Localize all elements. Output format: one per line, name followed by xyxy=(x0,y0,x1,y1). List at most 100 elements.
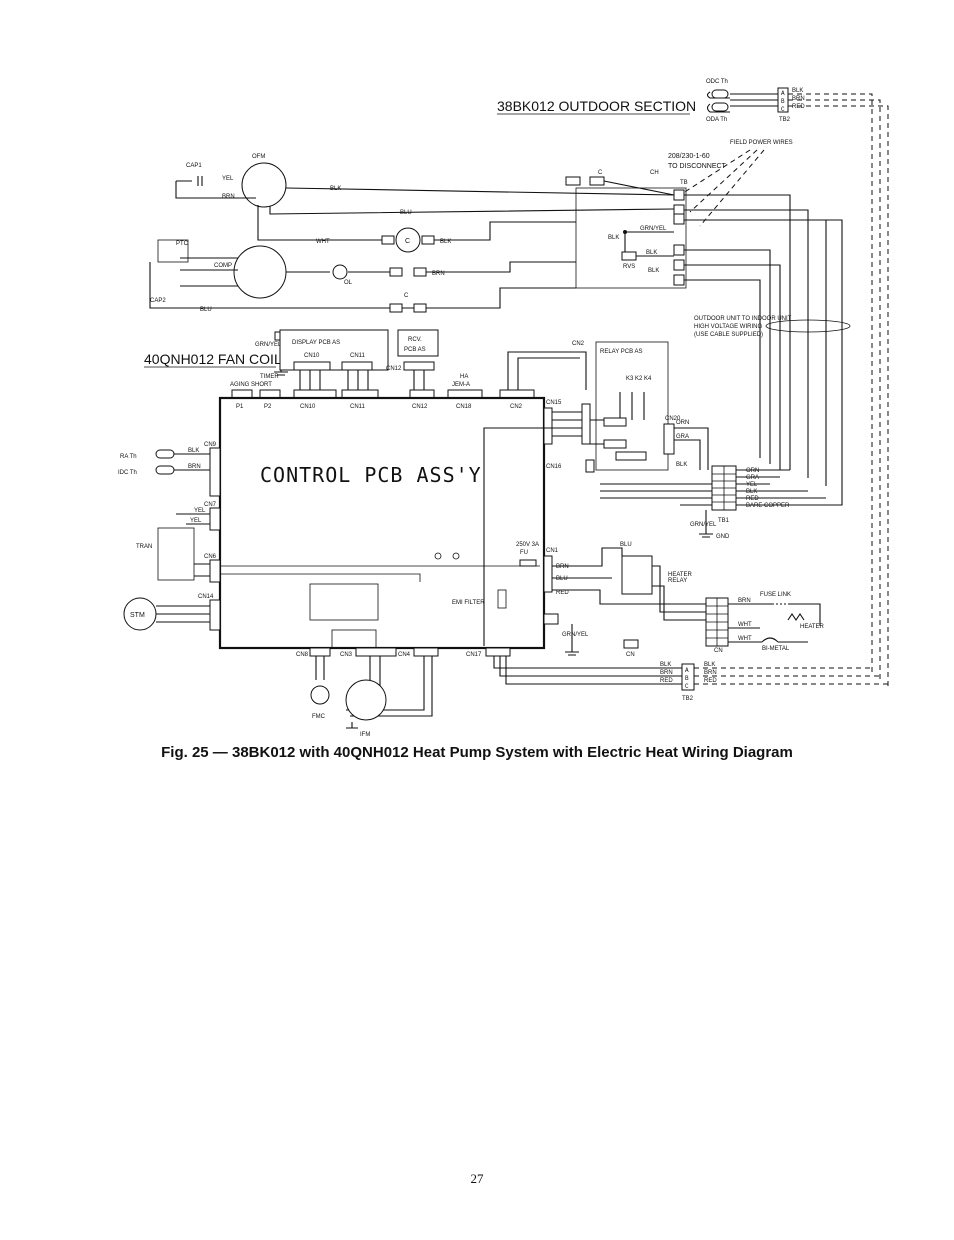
fmc-capacitor-icon xyxy=(310,685,330,705)
svg-text:CN17: CN17 xyxy=(466,652,482,658)
svg-text:C: C xyxy=(404,293,409,299)
bi-metal-icon xyxy=(761,637,779,643)
svg-text:ORN: ORN xyxy=(676,420,689,426)
rvs-coil-icon xyxy=(621,251,637,261)
svg-text:OUTDOOR UNIT TO INDOOR UNIT: OUTDOOR UNIT TO INDOOR UNIT xyxy=(694,316,792,322)
svg-text:GRN/YEL: GRN/YEL xyxy=(255,342,282,348)
svg-text:B: B xyxy=(685,675,689,682)
svg-text:BLK: BLK xyxy=(646,250,657,256)
odc-th-label: ODC Th xyxy=(706,79,728,85)
svg-text:BLK: BLK xyxy=(648,268,659,274)
svg-text:C: C xyxy=(405,238,410,245)
svg-text:STM: STM xyxy=(130,612,145,619)
control-pcb-title: CONTROL PCB ASS'Y xyxy=(260,463,482,487)
display-pcb xyxy=(279,329,389,371)
svg-text:TB1: TB1 xyxy=(718,518,730,524)
svg-text:CN11: CN11 xyxy=(350,404,366,410)
wiring-diagram: 38BK012 OUTDOOR SECTION ODC Th ODA Th AB… xyxy=(118,79,889,738)
svg-text:WHT: WHT xyxy=(738,636,752,642)
svg-text:CN: CN xyxy=(714,648,723,654)
svg-text:CN7: CN7 xyxy=(204,502,217,508)
svg-text:BLK: BLK xyxy=(676,462,687,468)
svg-text:RED: RED xyxy=(704,678,717,684)
contactor-c-coil xyxy=(565,176,581,186)
wire-brn-label: BRN xyxy=(792,96,805,102)
svg-text:BRN: BRN xyxy=(738,598,751,604)
fuse-icon xyxy=(519,559,537,567)
svg-text:BARE COPPER: BARE COPPER xyxy=(746,503,790,509)
svg-text:FU: FU xyxy=(520,550,528,556)
svg-text:CN18: CN18 xyxy=(456,404,472,410)
svg-text:TB2: TB2 xyxy=(682,696,694,702)
svg-text:BLK: BLK xyxy=(660,662,671,668)
svg-text:IDC Th: IDC Th xyxy=(118,470,137,476)
svg-text:CN10: CN10 xyxy=(300,404,316,410)
svg-text:K3 K2 K4: K3 K2 K4 xyxy=(626,376,652,382)
svg-text:FUSE LINK: FUSE LINK xyxy=(760,592,791,598)
svg-text:A: A xyxy=(781,90,785,97)
svg-text:BI-METAL: BI-METAL xyxy=(762,646,790,652)
svg-text:BRN: BRN xyxy=(188,464,201,470)
control-pcb xyxy=(218,396,546,650)
svg-text:IFM: IFM xyxy=(360,732,370,738)
rcv-pcb xyxy=(397,329,439,357)
svg-text:CN2: CN2 xyxy=(510,404,523,410)
svg-text:ORN: ORN xyxy=(746,468,759,474)
svg-text:CN9: CN9 xyxy=(204,442,217,448)
page-number: 27 xyxy=(470,1171,484,1186)
fan-coil-title: 40QNH012 FAN COIL xyxy=(144,351,282,367)
oda-th-label: ODA Th xyxy=(706,117,727,123)
terminal-block-tb: TB xyxy=(575,180,688,289)
svg-text:CH: CH xyxy=(650,170,659,176)
svg-text:CN1: CN1 xyxy=(546,548,559,554)
cap1-label: CAP1 xyxy=(186,163,202,169)
svg-text:TIMER: TIMER xyxy=(260,374,279,380)
svg-text:RED: RED xyxy=(660,678,673,684)
svg-text:CN16: CN16 xyxy=(546,464,562,470)
svg-text:CN8: CN8 xyxy=(296,652,309,658)
svg-text:CN2: CN2 xyxy=(572,341,585,347)
wire-blk-label: BLK xyxy=(792,88,803,94)
ifm-motor-icon xyxy=(345,679,387,721)
svg-text:EMI FILTER: EMI FILTER xyxy=(452,600,485,606)
svg-text:HIGH VOLTAGE WIRING: HIGH VOLTAGE WIRING xyxy=(694,324,762,330)
svg-text:BRN: BRN xyxy=(556,564,569,570)
svg-text:GRN/YEL: GRN/YEL xyxy=(690,522,717,528)
svg-text:(USE CABLE SUPPLIED): (USE CABLE SUPPLIED) xyxy=(694,332,763,338)
svg-text:GRA: GRA xyxy=(676,434,689,440)
svg-text:P1: P1 xyxy=(236,404,244,410)
svg-text:CN20: CN20 xyxy=(665,416,681,422)
outdoor-section: 38BK012 OUTDOOR SECTION ODC Th ODA Th AB… xyxy=(149,79,889,688)
heater-element-icon xyxy=(787,613,805,621)
svg-text:BRN: BRN xyxy=(704,670,717,676)
ra-thermistor-icon xyxy=(155,449,175,459)
svg-text:HEATER: HEATER xyxy=(800,624,825,630)
svg-text:YEL: YEL xyxy=(194,508,206,514)
svg-text:CN12: CN12 xyxy=(412,404,428,410)
ofm-motor-icon xyxy=(241,162,287,208)
svg-text:CN3: CN3 xyxy=(340,652,353,658)
svg-text:CN10: CN10 xyxy=(304,353,320,359)
terminal-block-tb2-bottom: ABC TB2 xyxy=(681,663,695,702)
svg-text:HA: HA xyxy=(460,374,468,380)
svg-text:GRN/YEL: GRN/YEL xyxy=(562,632,589,638)
svg-text:PCB AS: PCB AS xyxy=(404,347,426,353)
svg-text:C: C xyxy=(781,106,785,113)
oda-thermistor-icon xyxy=(711,102,729,112)
svg-text:TB: TB xyxy=(680,180,688,186)
svg-text:CN12: CN12 xyxy=(386,366,402,372)
svg-text:P2: P2 xyxy=(264,404,272,410)
figure-caption: Fig. 25 — 38BK012 with 40QNH012 Heat Pum… xyxy=(161,744,793,761)
svg-text:BLK: BLK xyxy=(440,239,451,245)
svg-text:BRN: BRN xyxy=(222,194,235,200)
svg-text:250V 3A: 250V 3A xyxy=(516,542,539,548)
svg-text:C: C xyxy=(598,170,603,176)
svg-text:BLU: BLU xyxy=(556,576,568,582)
svg-text:DISPLAY PCB AS: DISPLAY PCB AS xyxy=(292,340,340,346)
ptc-label: PTC xyxy=(176,241,189,247)
svg-text:B: B xyxy=(781,98,785,105)
fan-coil-section: 40QNH012 FAN COIL GRN/YEL DISPLAY PCB AS… xyxy=(118,219,888,738)
svg-text:BLK: BLK xyxy=(746,489,757,495)
svg-text:CN14: CN14 xyxy=(198,594,214,600)
heater-relay-icon xyxy=(621,555,653,595)
